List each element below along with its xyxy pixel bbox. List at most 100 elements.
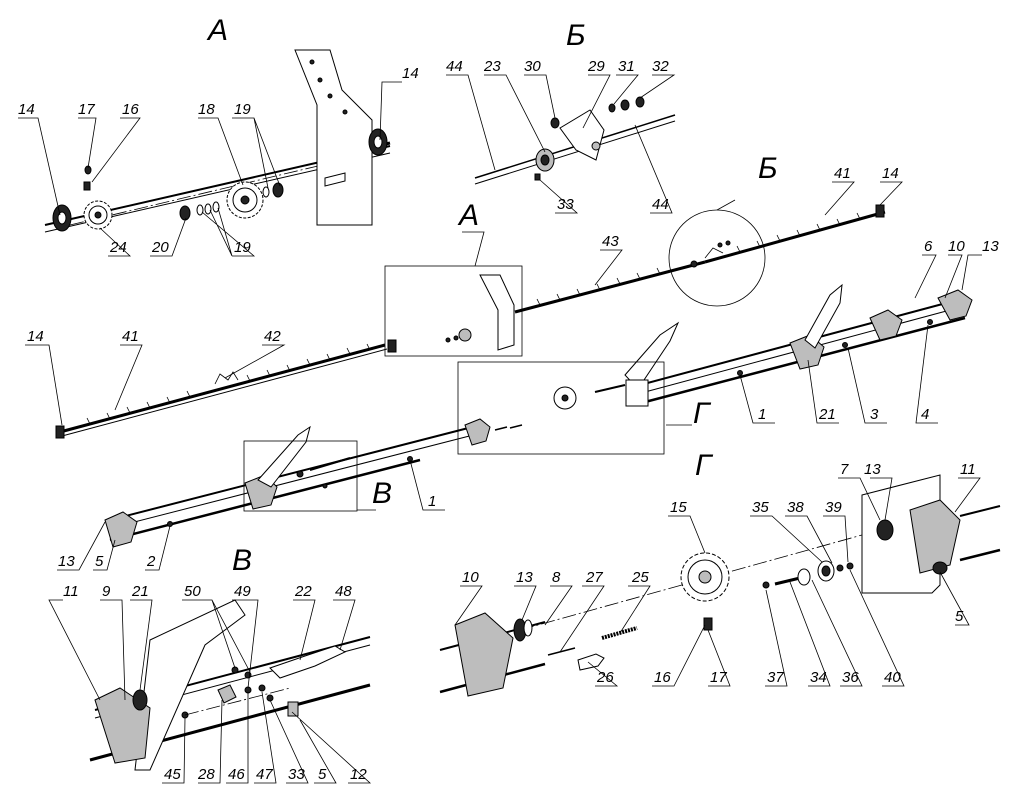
part-label: 43	[602, 233, 619, 250]
part-label: 6	[924, 238, 933, 255]
part-label: 13	[516, 569, 533, 586]
part-label: 1	[758, 406, 766, 423]
part-label: 19	[234, 101, 251, 118]
part-label: 16	[654, 669, 671, 686]
part-label: 29	[587, 58, 605, 75]
sprocket-15	[680, 552, 730, 602]
sprocket-18	[226, 181, 264, 219]
main-b-parts	[690, 240, 731, 268]
part-label: 33	[288, 766, 305, 783]
part-label: 39	[825, 499, 842, 516]
main-a-parts	[387, 274, 515, 353]
g-callout-frame	[457, 361, 665, 455]
part-label: 14	[402, 65, 419, 82]
part-label: 46	[228, 766, 245, 783]
part-label: 42	[264, 328, 281, 345]
part-label: 14	[18, 101, 35, 118]
part-label: 1	[428, 493, 436, 510]
part-label: 16	[122, 101, 139, 118]
part-label: 3	[870, 406, 879, 423]
detail-a	[44, 49, 391, 233]
part-label: 21	[818, 406, 836, 423]
main-v-parts	[296, 457, 351, 489]
part-label: 35	[752, 499, 769, 516]
part-label: 15	[670, 499, 687, 516]
part-label: 48	[335, 583, 352, 600]
part-label: 28	[197, 766, 215, 783]
part-label: 10	[462, 569, 479, 586]
part-label: 25	[631, 569, 649, 586]
part-label: 49	[234, 583, 251, 600]
part-label: 37	[767, 669, 784, 686]
part-label: 18	[198, 101, 215, 118]
part-label: 14	[882, 165, 899, 182]
detail-label-g: Г	[695, 449, 714, 482]
view-label-a: А	[206, 14, 228, 47]
detail-label-v: В	[232, 544, 252, 577]
part-label: 9	[102, 583, 111, 600]
part-label: 14	[27, 328, 44, 345]
callout-label-g: Г	[693, 397, 712, 430]
part-label: 12	[350, 766, 367, 783]
detail-g	[439, 474, 1001, 697]
callout-label-a: А	[457, 199, 479, 232]
part-label: 36	[842, 669, 859, 686]
part-label: 33	[557, 196, 574, 213]
part-label: 50	[184, 583, 201, 600]
part-label: 10	[948, 238, 965, 255]
hub-right	[368, 128, 388, 156]
part-label: 41	[122, 328, 139, 345]
side-plates	[257, 283, 843, 488]
part-label: 7	[840, 461, 849, 478]
part-label: 13	[58, 553, 75, 570]
a-callout-frame	[384, 265, 523, 357]
part-label: 44	[652, 196, 669, 213]
part-label: 26	[596, 669, 614, 686]
main-assembly	[55, 204, 973, 548]
part-label: 41	[834, 165, 851, 182]
part-label: 23	[483, 58, 501, 75]
sprocket-24	[83, 200, 113, 230]
part-label: 5	[95, 553, 104, 570]
mounting-plate	[294, 49, 373, 226]
washers-19-20	[179, 182, 284, 221]
part-label: 32	[652, 58, 669, 75]
part-label: 38	[787, 499, 804, 516]
part-label: 4	[921, 406, 929, 423]
part-label: 13	[864, 461, 881, 478]
part-label: 27	[585, 569, 603, 586]
upper-shaft	[55, 204, 886, 439]
part-label: 24	[109, 239, 127, 256]
main-g-parts	[494, 384, 626, 431]
part-label: 20	[151, 239, 169, 256]
part-label: 19	[234, 239, 251, 256]
v-callout-frame	[243, 440, 358, 512]
view-letters: А Б А Б Г В Г В	[206, 14, 778, 577]
callout-label-b: Б	[758, 152, 778, 185]
part-label: 44	[446, 58, 463, 75]
part-label: 47	[256, 766, 273, 783]
part-label: 22	[294, 583, 312, 600]
callout-label-v: В	[372, 477, 392, 510]
part-label: 34	[810, 669, 827, 686]
view-label-b: Б	[566, 19, 586, 52]
part-label: 30	[524, 58, 541, 75]
part-label: 21	[131, 583, 149, 600]
part-label: 17	[710, 669, 727, 686]
part-label: 45	[164, 766, 181, 783]
hub-left	[52, 204, 72, 232]
part-label: 13	[982, 238, 999, 255]
part-label: 2	[146, 553, 156, 570]
part-label: 8	[552, 569, 561, 586]
part-label: 11	[960, 461, 976, 478]
part-label: 31	[618, 58, 635, 75]
leader-lines	[18, 74, 982, 784]
part-label: 40	[884, 669, 901, 686]
part-label: 17	[78, 101, 95, 118]
part-label: 5	[318, 766, 327, 783]
part-labels: 14 17 16 18 19 14 24 20 19 44 23 30 29 3…	[18, 58, 999, 783]
detail-b	[474, 96, 676, 185]
part-label: 5	[955, 608, 964, 625]
part-label: 11	[63, 583, 79, 600]
